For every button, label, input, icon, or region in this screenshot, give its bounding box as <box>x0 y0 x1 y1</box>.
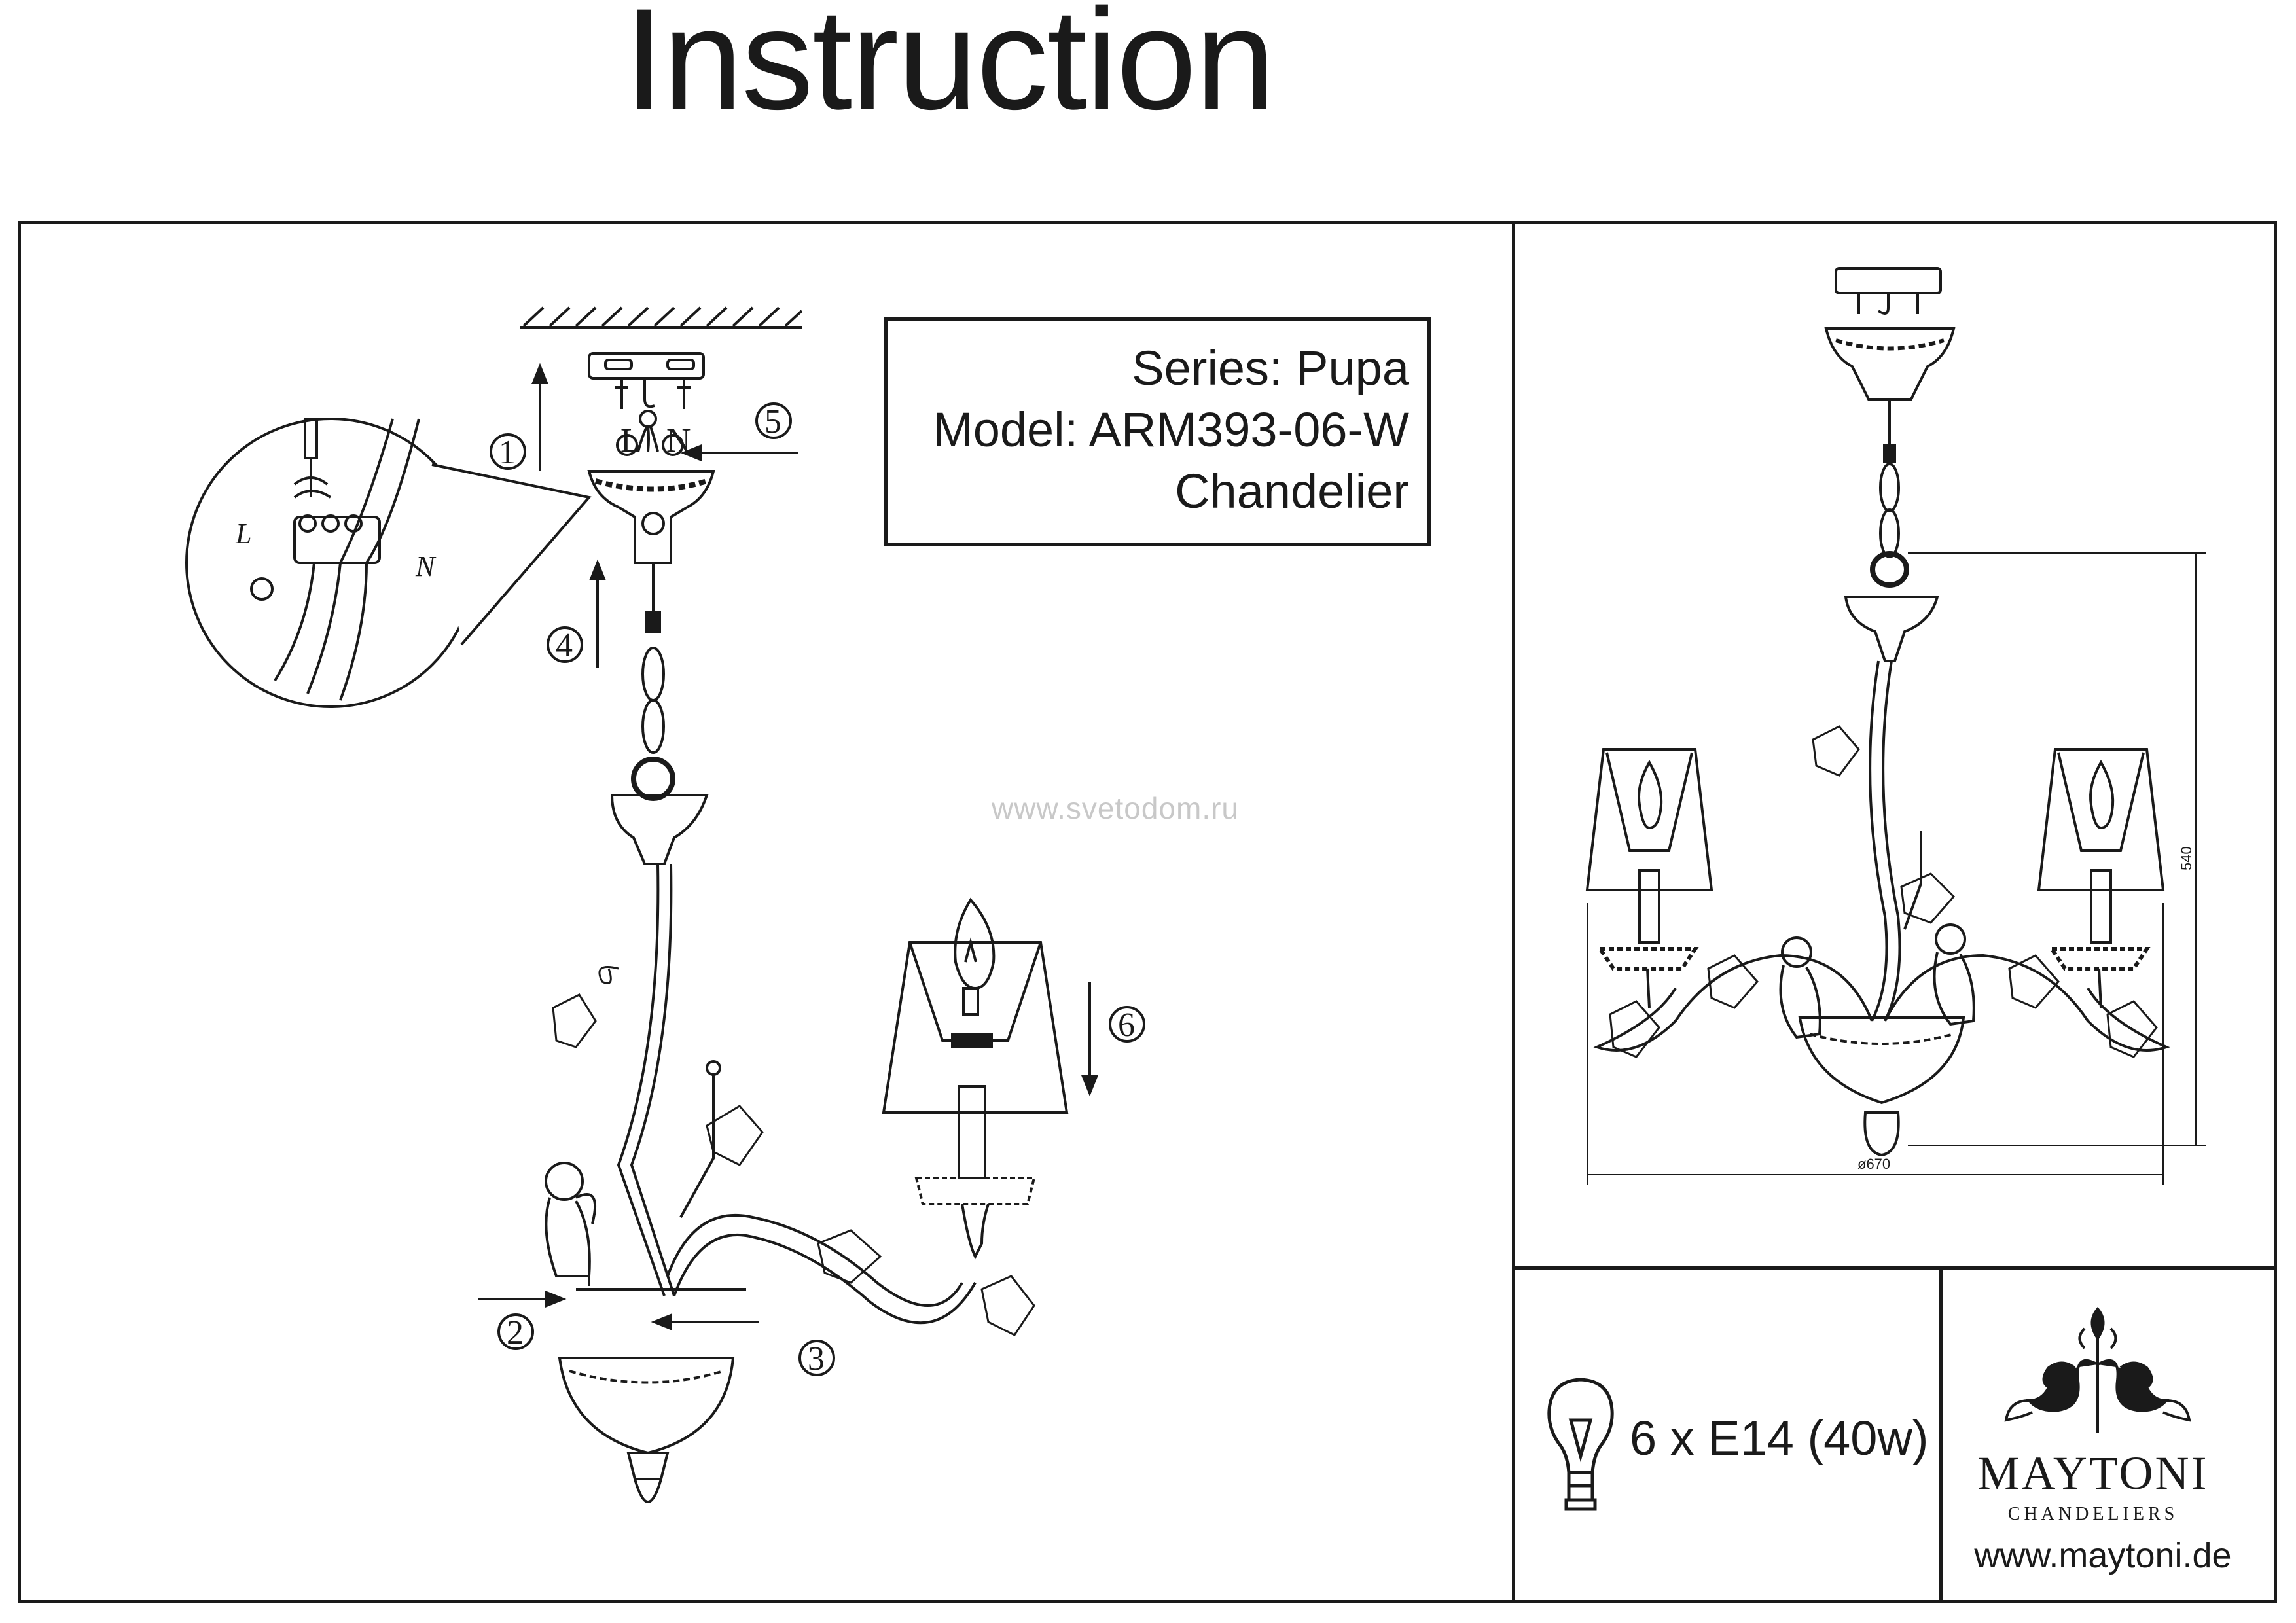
chain <box>631 563 675 801</box>
step-6-label: 6 <box>1118 1007 1135 1044</box>
watermark: www.svetodom.ru <box>992 791 1240 825</box>
chain-right <box>1870 399 1909 588</box>
brand-website[interactable]: www.maytoni.de <box>1974 1536 2232 1575</box>
product-info-box: Series: Pupa Model: ARM393-06-W Chandeli… <box>884 317 1431 546</box>
installation-diagram: L N 1 4 2 3 5 6 L N <box>185 306 1145 1503</box>
canopy <box>587 470 715 564</box>
mounting-bracket <box>588 352 705 409</box>
bubble-l-label: L <box>235 518 251 550</box>
series-label: Series: Pupa <box>1132 341 1409 395</box>
center-column <box>576 794 977 1325</box>
lamp-shade-assembly <box>882 897 1069 1260</box>
fleur-de-lis-icon <box>2004 1306 2191 1433</box>
step-5-label: 5 <box>764 403 781 440</box>
model-label: Model: ARM393-06-W <box>933 402 1409 457</box>
type-label: Chandelier <box>1175 464 1409 518</box>
shade-left <box>1585 748 1713 944</box>
ceiling-wires <box>637 410 659 452</box>
elevation-drawing: 540 ø670 <box>1585 267 2206 1185</box>
diameter-dimension: ø670 <box>1857 1156 1890 1172</box>
lamp-spec-text: 6 x E14 (40w) <box>1630 1411 1929 1465</box>
page-title: Instruction <box>624 0 1276 139</box>
top-bracket <box>1835 267 1942 315</box>
brand-name: MAYTONI <box>1977 1447 2209 1499</box>
step-2-label: 2 <box>507 1314 524 1351</box>
bowl <box>558 1357 735 1503</box>
height-dimension: 540 <box>2178 846 2195 870</box>
wiring-detail-bubble <box>185 418 592 708</box>
canopy-right <box>1824 327 1956 401</box>
cherub-figure <box>545 1162 597 1286</box>
step-3-label: 3 <box>808 1340 825 1378</box>
instruction-frame <box>18 221 2277 1603</box>
bubble-n-label: N <box>415 550 437 582</box>
step-4-label: 4 <box>556 627 573 664</box>
divider-vertical-bottom <box>1939 1266 1943 1603</box>
bulb-icon <box>1547 1378 1614 1511</box>
step-1-label: 1 <box>499 434 516 471</box>
divider-vertical-main <box>1512 221 1515 1603</box>
brand-subtitle: CHANDELIERS <box>2007 1504 2179 1524</box>
shade-right <box>2037 748 2165 944</box>
grape-leaves <box>552 966 1035 1336</box>
dimension-lines <box>1587 552 2206 1185</box>
divider-horizontal-right <box>1512 1266 2277 1270</box>
ceiling-hatch <box>520 306 803 329</box>
